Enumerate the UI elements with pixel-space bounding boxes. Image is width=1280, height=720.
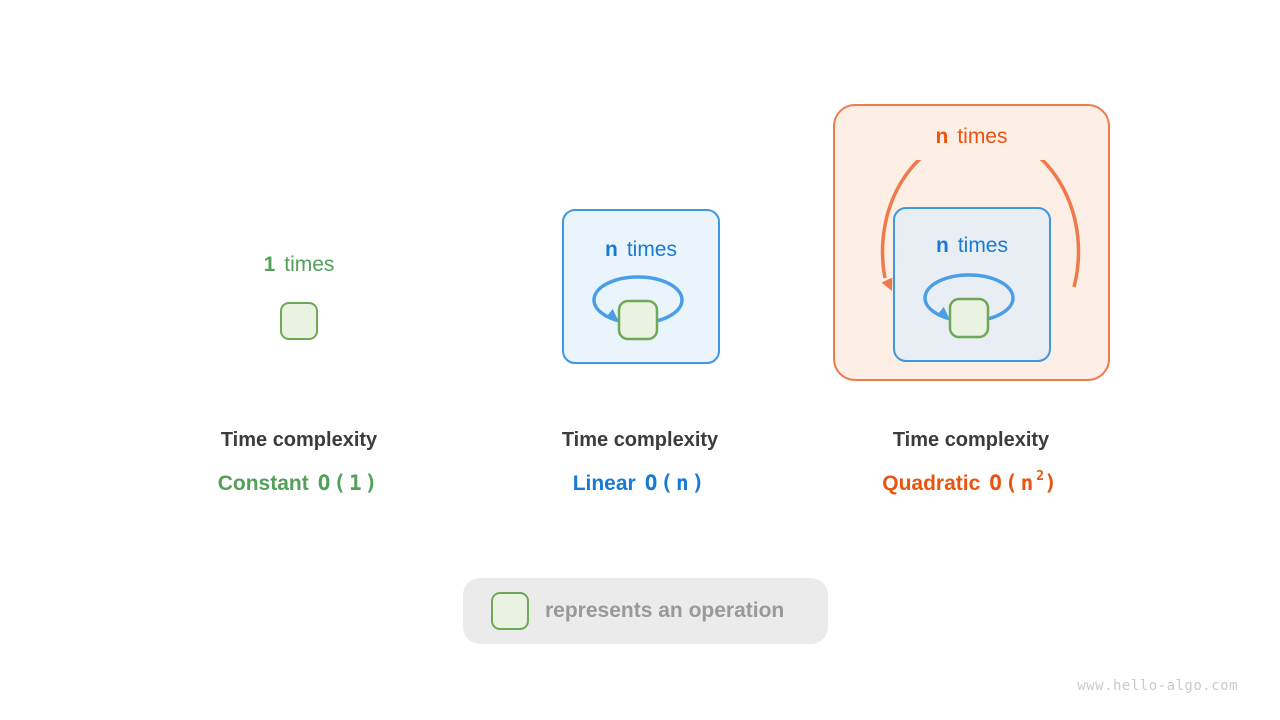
quadratic-heading: Time complexity <box>892 429 1050 451</box>
quadratic-inner-times-word: times <box>957 234 1008 257</box>
constant-times-word: times <box>284 253 335 276</box>
linear-times-word: times <box>626 238 677 261</box>
quadratic-complexity-label: Quadratic O(n2) <box>831 469 1111 496</box>
quadratic-outer-times-word: times <box>957 125 1008 148</box>
constant-name: Constant <box>217 472 309 495</box>
linear-loop-arrow-icon <box>592 275 684 341</box>
quadratic-inner-count: n <box>935 234 949 257</box>
legend-label: represents an operation <box>545 599 785 622</box>
linear-complexity-label: Linear O(n) <box>500 471 780 496</box>
linear-heading: Time complexity <box>561 429 719 451</box>
linear-name: Linear <box>572 472 636 495</box>
constant-complexity-label: Constant O(1) <box>159 471 439 496</box>
legend-operation-square-icon <box>491 592 529 630</box>
constant-heading: Time complexity <box>220 429 378 451</box>
legend: represents an operation <box>463 578 828 644</box>
watermark: www.hello-algo.com <box>1077 678 1238 694</box>
constant-count: 1 <box>263 253 276 276</box>
constant-operation-square-icon <box>280 302 318 340</box>
quadratic-outer-count: n <box>935 125 949 148</box>
linear-big-o: O(n) <box>644 471 708 495</box>
constant-times-label: 1 times <box>199 252 399 278</box>
quadratic-name: Quadratic <box>882 472 981 495</box>
linear-count: n <box>604 238 618 261</box>
quadratic-inner-loop-arrow-icon <box>923 273 1015 339</box>
quadratic-outer-loop-arrow-icon <box>880 160 1081 291</box>
constant-big-o: O(1) <box>317 471 381 495</box>
quadratic-big-o: O(n2) <box>989 469 1060 495</box>
